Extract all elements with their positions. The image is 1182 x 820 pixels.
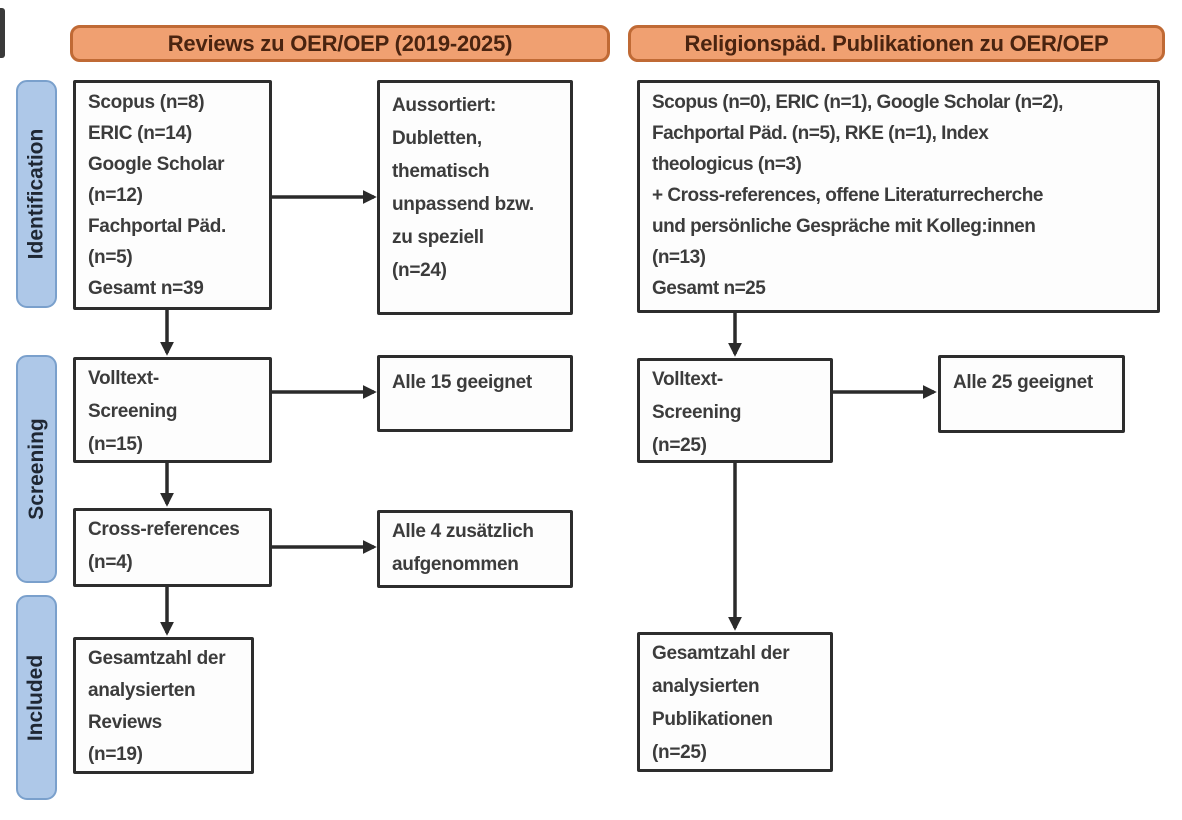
box-line: Reviews bbox=[88, 712, 162, 733]
box-fulltext-screening-right: Volltext- Screening (n=25) bbox=[637, 358, 833, 463]
stage-label-screening: Screening bbox=[16, 355, 57, 583]
box-excluded-left: Aussortiert: Dubletten, thematisch unpas… bbox=[377, 80, 573, 315]
edge-artifact bbox=[0, 8, 5, 58]
box-eligible-left: Alle 15 geeignet bbox=[377, 355, 573, 432]
box-line: (n=12) bbox=[88, 185, 143, 206]
box-included-left: Gesamtzahl der analysierten Reviews (n=1… bbox=[73, 637, 254, 774]
stage-label-screening-text: Screening bbox=[24, 418, 48, 520]
box-line: Volltext- bbox=[652, 369, 723, 390]
box-line: aufgenommen bbox=[392, 554, 519, 575]
box-line: (n=25) bbox=[652, 435, 707, 456]
box-eligible-right: Alle 25 geeignet bbox=[938, 355, 1125, 433]
column-header-religionspaed: Religionspäd. Publikationen zu OER/OEP bbox=[628, 25, 1165, 62]
box-line: + Cross-references, offene Literaturrech… bbox=[652, 185, 1043, 206]
box-fulltext-screening-left: Volltext- Screening (n=15) bbox=[73, 357, 272, 463]
box-line: Gesamtzahl der bbox=[652, 643, 790, 664]
box-line: Scopus (n=8) bbox=[88, 92, 205, 113]
box-line: (n=4) bbox=[88, 552, 133, 573]
box-line: Publikationen bbox=[652, 709, 773, 730]
stage-label-identification: Identification bbox=[16, 80, 57, 308]
box-line: Dubletten, bbox=[392, 128, 482, 149]
box-line: Gesamt n=39 bbox=[88, 278, 204, 299]
box-sources-right: Scopus (n=0), ERIC (n=1), Google Scholar… bbox=[637, 80, 1160, 313]
box-line: unpassend bzw. bbox=[392, 194, 534, 215]
box-line: und persönliche Gespräche mit Kolleg:inn… bbox=[652, 216, 1036, 237]
box-line: analysierten bbox=[88, 680, 196, 701]
column-header-reviews: Reviews zu OER/OEP (2019-2025) bbox=[70, 25, 610, 62]
box-line: analysierten bbox=[652, 676, 760, 697]
box-included-right: Gesamtzahl der analysierten Publikatione… bbox=[637, 632, 833, 772]
box-line: Gesamt n=25 bbox=[652, 278, 766, 299]
box-line: (n=15) bbox=[88, 434, 143, 455]
stage-label-included: Included bbox=[16, 595, 57, 800]
box-crossref-left: Cross-references (n=4) bbox=[73, 508, 272, 587]
box-line: zu speziell bbox=[392, 227, 484, 248]
box-line: Screening bbox=[652, 402, 742, 423]
box-line: (n=25) bbox=[652, 742, 707, 763]
box-line: (n=5) bbox=[88, 247, 133, 268]
column-header-reviews-label: Reviews zu OER/OEP (2019-2025) bbox=[167, 30, 513, 56]
box-line: Alle 15 geeignet bbox=[392, 372, 532, 393]
column-header-religionspaed-label: Religionspäd. Publikationen zu OER/OEP bbox=[684, 30, 1109, 56]
box-line: theologicus (n=3) bbox=[652, 154, 802, 175]
box-line: Cross-references bbox=[88, 519, 240, 540]
box-line: thematisch bbox=[392, 161, 490, 182]
box-sources-left: Scopus (n=8) ERIC (n=14) Google Scholar … bbox=[73, 80, 272, 310]
box-line: Scopus (n=0), ERIC (n=1), Google Scholar… bbox=[652, 92, 1063, 113]
box-line: Aussortiert: bbox=[392, 95, 497, 116]
box-line: ERIC (n=14) bbox=[88, 123, 192, 144]
box-line: (n=13) bbox=[652, 247, 706, 268]
box-line: Alle 4 zusätzlich bbox=[392, 521, 534, 542]
box-line: Alle 25 geeignet bbox=[953, 372, 1093, 393]
stage-label-identification-text: Identification bbox=[24, 128, 48, 260]
box-line: Google Scholar bbox=[88, 154, 225, 175]
box-line: Screening bbox=[88, 401, 178, 422]
box-line: Fachportal Päd. (n=5), RKE (n=1), Index bbox=[652, 123, 989, 144]
box-added-left: Alle 4 zusätzlich aufgenommen bbox=[377, 510, 573, 588]
box-line: Gesamtzahl der bbox=[88, 648, 226, 669]
box-line: (n=19) bbox=[88, 744, 143, 765]
box-line: Fachportal Päd. bbox=[88, 216, 227, 237]
box-line: Volltext- bbox=[88, 368, 159, 389]
stage-label-included-text: Included bbox=[24, 654, 48, 741]
box-line: (n=24) bbox=[392, 260, 447, 281]
